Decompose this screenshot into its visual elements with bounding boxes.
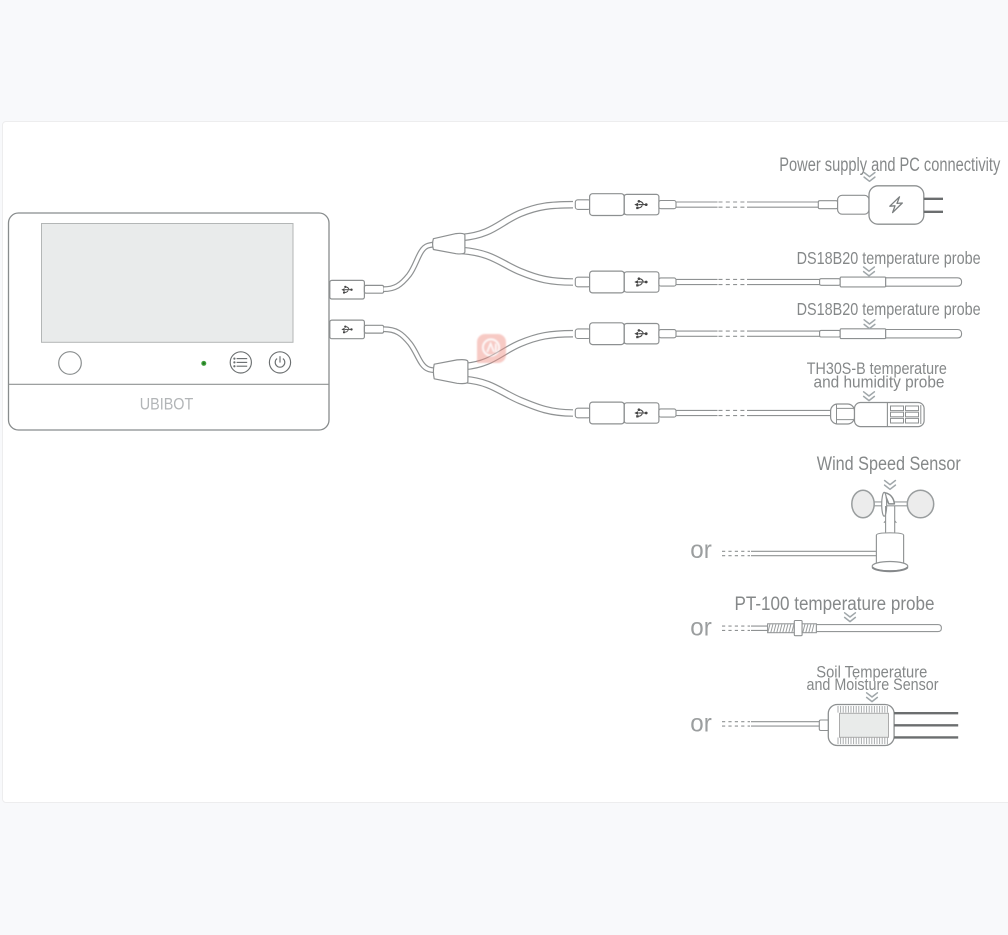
svg-text:UBIBOT: UBIBOT [140, 396, 194, 414]
svg-text:PT-100 temperature probe: PT-100 temperature probe [735, 594, 935, 615]
svg-text:Soil Temperature: Soil Temperature [816, 663, 927, 682]
svg-text:Wind Speed Sensor: Wind Speed Sensor [817, 454, 962, 475]
svg-text:DS18B20 temperature probe: DS18B20 temperature probe [797, 299, 981, 319]
svg-text:or: or [690, 709, 712, 737]
svg-text:TH30S-B temperature: TH30S-B temperature [807, 359, 947, 378]
svg-text:DS18B20 temperature probe: DS18B20 temperature probe [797, 248, 981, 268]
svg-text:or: or [690, 536, 712, 564]
svg-text:and Moisture Sensor: and Moisture Sensor [807, 675, 939, 694]
svg-text:or: or [690, 614, 712, 642]
svg-text:Power supply and PC connectivi: Power supply and PC connectivity [779, 155, 1000, 176]
svg-text:and humidity probe: and humidity probe [814, 372, 945, 391]
